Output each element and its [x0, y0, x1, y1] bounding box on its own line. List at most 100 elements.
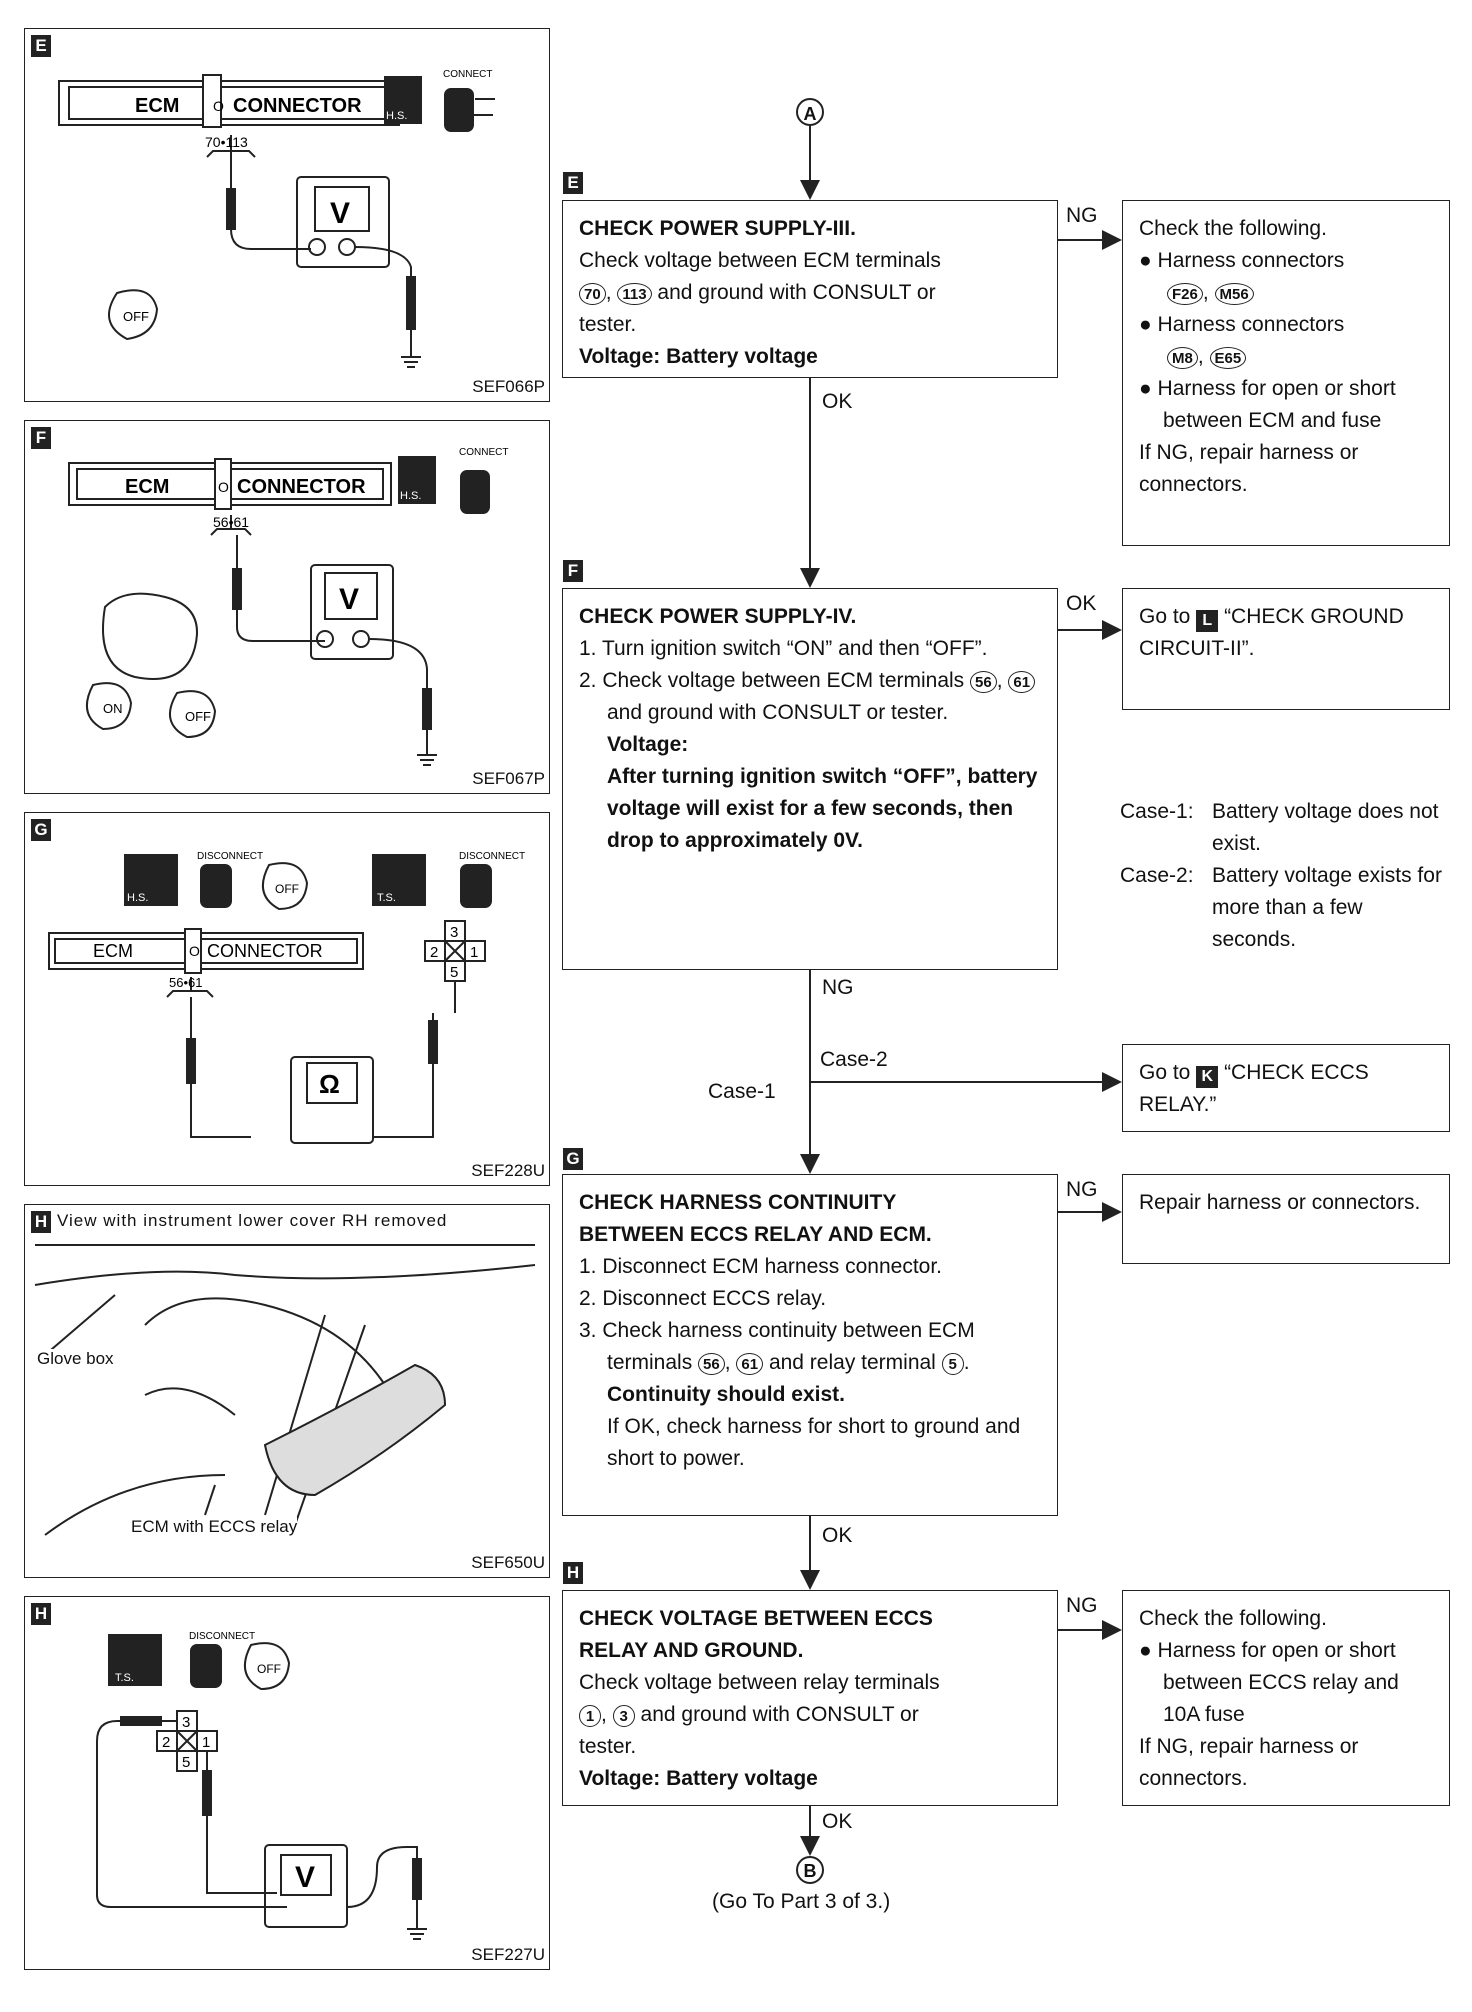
off-key-label: OFF [185, 709, 211, 724]
relay-pin-1: 1 [470, 944, 478, 961]
panel-ref: SEF067P [472, 769, 545, 788]
side-box-g-ng: Repair harness or connectors. [1122, 1174, 1450, 1264]
label-case-1: Case-1 [708, 1080, 776, 1103]
ecm-label: ECM [93, 941, 133, 961]
step-h-line1: Check voltage between relay terminals [579, 1671, 940, 1694]
step-h-title2: RELAY AND GROUND. [579, 1639, 804, 1662]
view-caption: View with instrument lower cover RH remo… [57, 1211, 448, 1230]
label-h-ok: OK [822, 1810, 853, 1833]
panel-ref: SEF227U [471, 1945, 545, 1964]
step-g-title2: BETWEEN ECCS RELAY AND ECM. [579, 1223, 932, 1246]
step-h-title1: CHECK VOLTAGE BETWEEN ECCS [579, 1607, 933, 1630]
terminal-70: 70 [579, 283, 606, 305]
panel-letter: E [31, 35, 51, 57]
terminal-61: 61 [736, 1353, 764, 1375]
case-legend: Case-1:Battery voltage does not exist. C… [1120, 800, 1442, 951]
ecm-relay-label: ECM with ECCS relay [131, 1517, 298, 1537]
panel-letter: H [31, 1211, 51, 1233]
svg-text:O: O [218, 479, 229, 495]
terminal-56: 56 [970, 671, 997, 693]
step-g-box: CHECK HARNESS CONTINUITY BETWEEN ECCS RE… [562, 1174, 1058, 1516]
hs-label: H.S. [400, 490, 421, 502]
label-e-ng: NG [1066, 204, 1098, 227]
off-key-label: OFF [123, 309, 149, 324]
relay-pin-5: 5 [182, 1754, 190, 1771]
ts-label: T.S. [377, 892, 396, 904]
relay-pin-3: 3 [450, 924, 458, 941]
side-box-e-ng: Check the following. ● Harness connector… [1122, 200, 1450, 546]
panel-ref: SEF650U [471, 1553, 545, 1572]
side-box-case2: Go to K “CHECK ECCS RELAY.” [1122, 1044, 1450, 1132]
relay-pin-2: 2 [430, 944, 438, 961]
panel-e-drawing: ECM O CONNECTOR 70•113 V H.S. CONNECT OF… [58, 69, 495, 368]
label-g-ok: OK [822, 1524, 853, 1547]
label-e-ok: OK [822, 390, 853, 413]
svg-text:O: O [213, 98, 224, 114]
panel-letter: H [31, 1603, 51, 1625]
step-f-item1: 1. Turn ignition switch “ON” and then “O… [579, 637, 988, 660]
relay-pin-3: 3 [182, 1714, 190, 1731]
terminals-label: 70•113 [205, 134, 248, 150]
off-key-label: OFF [275, 882, 299, 896]
step-f-voltage-text: After turning ignition switch “OFF”, bat… [607, 765, 1038, 852]
voltmeter-label: V [339, 583, 359, 616]
label-h-ng: NG [1066, 1594, 1098, 1617]
relay-terminal-5: 5 [941, 1353, 964, 1375]
step-h-result: Voltage: Battery voltage [579, 1767, 818, 1790]
connector-m56: M56 [1214, 283, 1254, 305]
terminal-61: 61 [1008, 671, 1036, 693]
step-h-line3: tester. [579, 1735, 637, 1758]
panel-ref: SEF066P [472, 377, 545, 396]
step-e-box: CHECK POWER SUPPLY-III. Check voltage be… [562, 200, 1058, 378]
step-f-title: CHECK POWER SUPPLY-IV. [579, 605, 857, 628]
step-f-item2: 2. Check voltage between ECM terminals 5… [579, 665, 1041, 729]
label-f-ng: NG [822, 976, 854, 999]
end-note: (Go To Part 3 of 3.) [712, 1890, 891, 1913]
label-f-ok: OK [1066, 592, 1097, 615]
connector-a: A [796, 98, 824, 126]
step-e-result: Voltage: Battery voltage [579, 345, 818, 368]
ts-label: T.S. [115, 1672, 134, 1684]
ohmmeter-label: Ω [319, 1069, 340, 1099]
ecm-label: ECM [135, 95, 179, 117]
svg-text:O: O [189, 943, 200, 959]
step-letter-e: E [563, 172, 583, 194]
panel-f-drawing: ECM O CONNECTOR 56•61 V H.S. CONNECT ON … [68, 447, 508, 766]
off-key-label: OFF [257, 1662, 281, 1676]
panel-h: H T.S. DISCONNECT OFF 3 2 1 5 [24, 1596, 550, 1970]
ecm-label: ECM [125, 476, 169, 498]
terminal-113: 113 [617, 283, 652, 305]
hs-label: H.S. [127, 892, 148, 904]
disconnect-label-1: DISCONNECT [197, 851, 263, 862]
relay-terminal-1: 1 [579, 1705, 601, 1727]
panel-f: F ECM O CONNECTOR 56•61 V H.S. CONNECT [24, 420, 550, 794]
relay-pin-2: 2 [162, 1734, 170, 1751]
step-e-line2: 70, 113 and ground with CONSULT or [579, 277, 1041, 309]
step-g-item1: 1. Disconnect ECM harness connector. [579, 1255, 943, 1278]
panel-letter: G [31, 819, 51, 841]
panel-g: G H.S. DISCONNECT OFF [24, 812, 550, 1186]
connect-label: CONNECT [459, 447, 508, 458]
connect-label: CONNECT [443, 69, 492, 80]
connector-e65: E65 [1209, 347, 1247, 369]
ecm-location-drawing [34, 1244, 536, 1536]
panel-ref: SEF228U [471, 1161, 545, 1180]
step-f-box: CHECK POWER SUPPLY-IV. 1. Turn ignition … [562, 588, 1058, 970]
step-g-note: If OK, check harness for short to ground… [607, 1415, 1021, 1470]
terminals-label: 56•61 [169, 975, 202, 990]
connector-label: CONNECTOR [237, 476, 366, 498]
panel-letter: F [31, 427, 51, 449]
step-g-item3: 3. Check harness continuity between ECM … [579, 1319, 975, 1375]
connector-label: CONNECTOR [207, 941, 323, 961]
disconnect-label-2: DISCONNECT [459, 851, 525, 862]
step-e-line1: Check voltage between ECM terminals [579, 249, 941, 272]
step-g-title1: CHECK HARNESS CONTINUITY [579, 1191, 897, 1214]
connector-b: B [796, 1856, 824, 1884]
terminal-56: 56 [698, 1353, 725, 1375]
step-e-title: CHECK POWER SUPPLY-III. [579, 217, 856, 240]
label-g-ng: NG [1066, 1178, 1098, 1201]
label-case-2: Case-2 [820, 1048, 888, 1071]
step-letter-f: F [563, 560, 583, 582]
side-box-h-ng: Check the following. ● Harness for open … [1122, 1590, 1450, 1806]
